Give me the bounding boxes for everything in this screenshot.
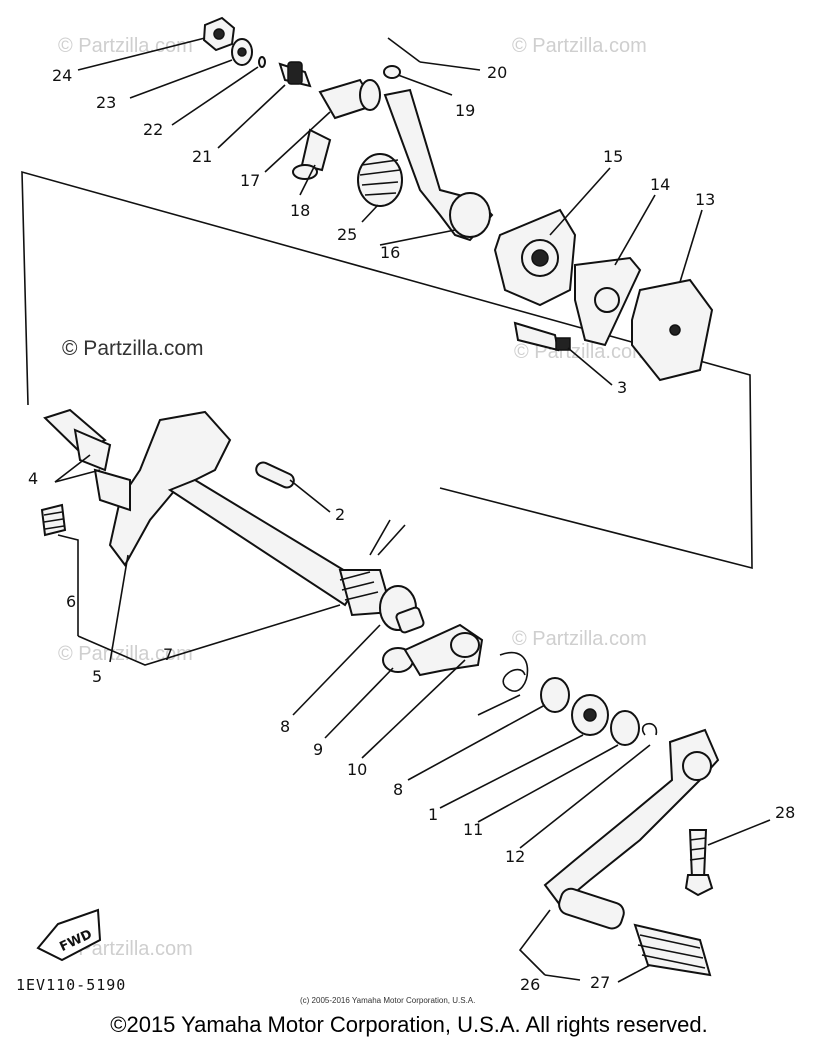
- watermark: © Partzilla.com: [58, 643, 193, 665]
- callout-13: 13: [695, 190, 715, 209]
- callout-16: 16: [380, 243, 400, 262]
- callout-21: 21: [192, 147, 212, 166]
- callout-8a: 8: [280, 717, 290, 736]
- fwd-arrow-icon: FWD: [36, 908, 102, 962]
- callout-28: 28: [775, 803, 795, 822]
- callout-18: 18: [290, 201, 310, 220]
- callout-11: 11: [463, 820, 483, 839]
- callout-23: 23: [96, 93, 116, 112]
- callout-15: 15: [603, 147, 623, 166]
- lower-linkage-parts: [382, 623, 720, 977]
- assembly-outline: [21, 170, 753, 570]
- callout-26: 26: [520, 975, 540, 994]
- callout-5: 5: [92, 667, 102, 686]
- callout-24: 24: [52, 66, 72, 85]
- callout-27: 27: [590, 973, 610, 992]
- callout-10: 10: [347, 760, 367, 779]
- upper-linkage-parts: [202, 16, 494, 242]
- copyright-notice: ©2015 Yamaha Motor Corporation, U.S.A. A…: [110, 1012, 708, 1037]
- callout-22: 22: [143, 120, 163, 139]
- fine-print: (c) 2005-2016 Yamaha Motor Corporation, …: [300, 996, 475, 1005]
- callout-7: 7: [163, 645, 173, 664]
- callout-6: 6: [66, 592, 76, 611]
- parts-diagram: © Partzilla.com © Partzilla.com © Partzi…: [16, 16, 795, 1005]
- callout-9: 9: [313, 740, 323, 759]
- callout-25: 25: [337, 225, 357, 244]
- callout-17: 17: [240, 171, 260, 190]
- callout-3: 3: [617, 378, 627, 397]
- watermark: © Partzilla.com: [512, 628, 647, 650]
- callout-4: 4: [28, 469, 38, 488]
- shift-shaft-assembly: [40, 408, 425, 634]
- segment-plates: [493, 208, 714, 382]
- callout-1: 1: [428, 805, 438, 824]
- callout-20: 20: [487, 63, 507, 82]
- callout-19: 19: [455, 101, 475, 120]
- diagram-code: 1EV110-5190: [16, 976, 126, 994]
- callout-14: 14: [650, 175, 670, 194]
- watermark: © Partzilla.com: [62, 337, 204, 360]
- callout-labels: 24 23 22 21 17 18 25 16 19 20 15 14 13 3…: [28, 63, 795, 994]
- callout-12: 12: [505, 847, 525, 866]
- leader-lines: [54, 37, 771, 983]
- callout-8b: 8: [393, 780, 403, 799]
- watermark: © Partzilla.com: [58, 35, 193, 57]
- callout-2: 2: [335, 505, 345, 524]
- watermark: © Partzilla.com: [512, 35, 647, 57]
